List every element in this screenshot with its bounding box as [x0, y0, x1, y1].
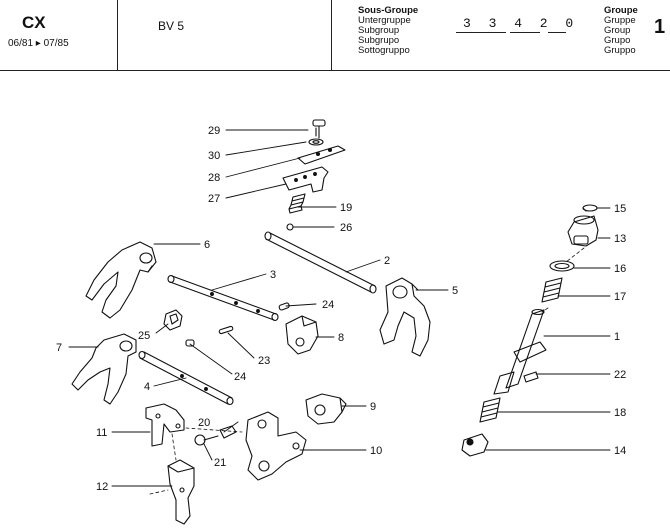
callout-3: 3 — [270, 269, 276, 281]
callout-13: 13 — [614, 233, 626, 245]
callout-29: 29 — [208, 125, 220, 137]
callout-11: 11 — [96, 427, 107, 439]
part-2-shift-rod — [264, 231, 377, 294]
callout-24-upper: 24 — [322, 299, 334, 311]
callout-14: 14 — [614, 445, 626, 457]
part-25-nut — [163, 309, 183, 331]
callout-26: 26 — [340, 222, 352, 234]
subgroup-label-it: Sottogruppo — [358, 45, 410, 56]
part-9-selector-block — [305, 393, 347, 425]
part-11-bracket — [145, 403, 185, 447]
group-number: 1 — [654, 16, 666, 38]
part-15-circlip — [582, 204, 598, 212]
production-dates: 06/81 ▸ 07/85 — [8, 38, 69, 49]
callout-9: 9 — [370, 401, 376, 413]
subgroup-label-fr: Sous-Groupe — [358, 5, 419, 16]
callout-5: 5 — [452, 285, 458, 297]
header-bottom-rule — [0, 70, 670, 71]
subgroup-code: 3 3 4 2 0 — [463, 16, 579, 31]
part-24-pin-upper — [278, 302, 290, 311]
assembly-name: BV 5 — [158, 19, 185, 33]
part-28-plate — [297, 145, 346, 165]
header-divider-1 — [117, 0, 118, 70]
group-label-es: Grupo — [604, 35, 631, 46]
part-7-shift-fork — [71, 333, 137, 405]
callout-15: 15 — [614, 203, 626, 215]
callout-8: 8 — [338, 332, 344, 344]
part-16-ring — [549, 260, 575, 272]
callout-10: 10 — [370, 445, 382, 457]
code-underline-1 — [456, 32, 506, 33]
callout-1: 1 — [614, 331, 620, 343]
part-22-pin — [523, 371, 539, 383]
callout-17: 17 — [614, 291, 626, 303]
group-label-de: Gruppe — [604, 15, 636, 26]
callout-30: 30 — [208, 150, 220, 162]
part-29-screw — [312, 119, 326, 139]
part-13-knob — [567, 215, 599, 247]
group-label-en: Group — [604, 25, 631, 36]
callout-20: 20 — [198, 417, 210, 429]
callout-19: 19 — [340, 202, 352, 214]
part-27-guide-plate — [282, 166, 329, 193]
leader-lines — [68, 129, 611, 487]
part-26-ball — [286, 223, 294, 231]
header-divider-2 — [331, 0, 332, 70]
group-label-fr: Groupe — [604, 5, 638, 16]
callout-7: 7 — [56, 342, 62, 354]
part-8-interlock — [285, 315, 319, 355]
callout-16: 16 — [614, 263, 626, 275]
callout-2: 2 — [384, 255, 390, 267]
callout-24-lower: 24 — [234, 371, 246, 383]
part-19-spring — [288, 193, 306, 214]
callout-23: 23 — [258, 355, 270, 367]
part-30-washer — [308, 138, 324, 146]
part-3-shift-rod — [167, 274, 279, 322]
part-20-screw — [219, 425, 237, 439]
part-10-lever — [245, 411, 307, 481]
callout-6: 6 — [204, 239, 210, 251]
callout-18: 18 — [614, 407, 626, 419]
subgroup-label-en: Subgroup — [358, 25, 400, 36]
callout-4: 4 — [144, 381, 150, 393]
code-underline-2 — [510, 32, 540, 33]
callout-labels: 29 30 28 27 19 26 6 3 2 5 24 8 25 7 23 2… — [56, 125, 626, 493]
part-23-pin — [218, 325, 234, 335]
callout-22: 22 — [614, 369, 626, 381]
part-1-selector-shaft — [493, 308, 547, 395]
part-17-spring — [541, 277, 563, 303]
callout-25: 25 — [138, 330, 150, 342]
callout-28: 28 — [208, 172, 220, 184]
callout-12: 12 — [96, 481, 108, 493]
part-12-lever — [167, 459, 195, 525]
part-18-spring — [479, 397, 501, 423]
subgroup-label-de: Untergruppe — [358, 15, 411, 26]
model-name: CX — [22, 13, 46, 32]
part-6-shift-fork — [85, 241, 157, 319]
part-5-shift-fork — [379, 277, 431, 357]
part-21-bolt — [194, 434, 219, 446]
subgroup-label-es: Subgrupo — [358, 35, 400, 46]
assembly-guides — [149, 247, 585, 495]
group-label-it: Gruppo — [604, 45, 636, 56]
part-4-shift-rod — [138, 350, 234, 406]
callout-21: 21 — [214, 457, 226, 469]
part-24-pin-lower — [185, 339, 195, 347]
part-14-cap — [461, 433, 489, 457]
callout-27: 27 — [208, 193, 220, 205]
code-underline-3 — [548, 32, 566, 33]
